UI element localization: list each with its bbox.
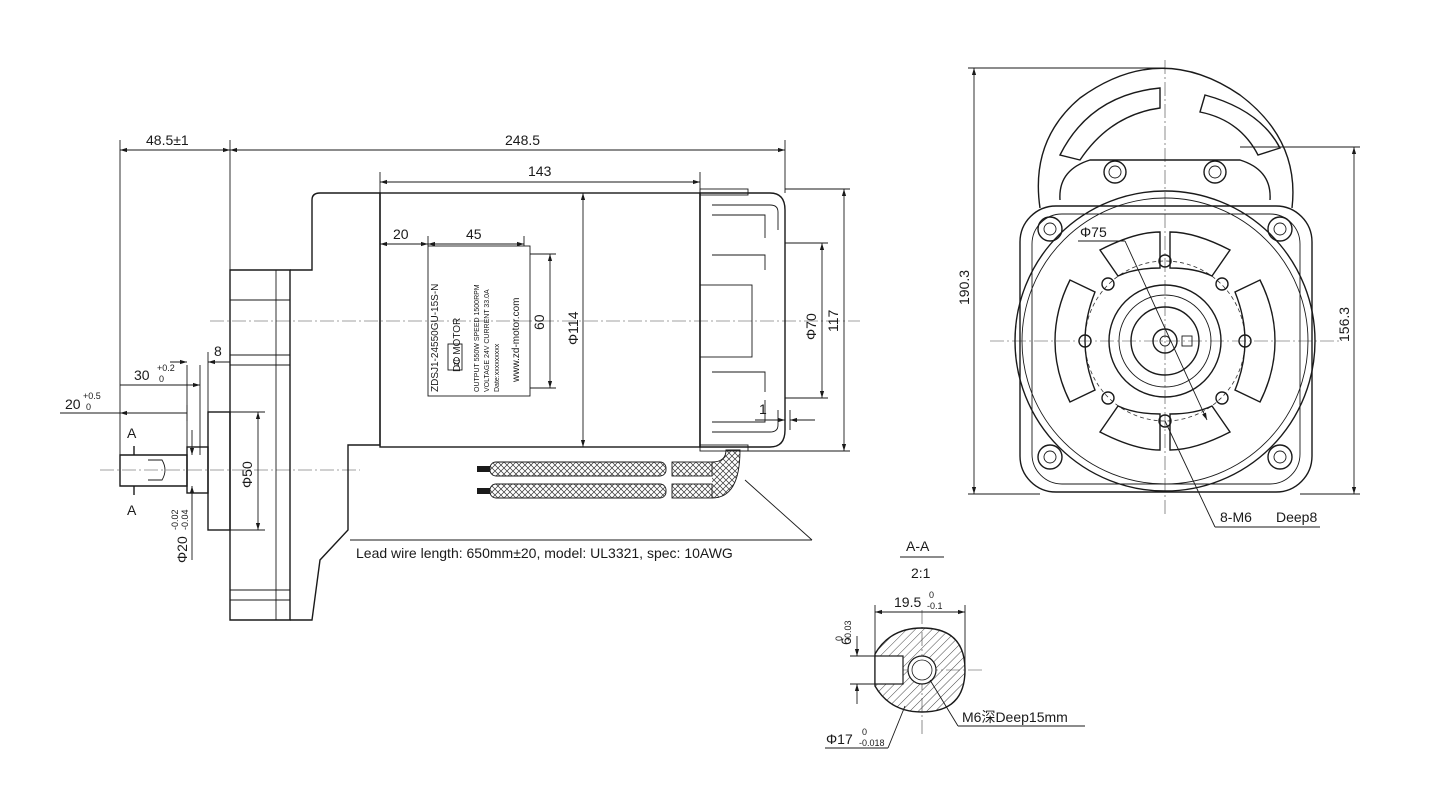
dim-key-length-tol-upper: +0.2 (157, 363, 175, 373)
dim-label-width: 45 (466, 226, 482, 242)
section-view: A-A 2:1 19.5 0 -0.1 6 0 -0.03 M6深Deep15m… (825, 538, 1085, 749)
dim-front-height: 190.3 (956, 270, 972, 305)
dim-bolt-circle: Φ75 (1080, 224, 1107, 240)
dim-shaft-diameter-tol-lower: -0.04 (180, 509, 190, 530)
endcap-vents (699, 204, 779, 433)
nameplate-line1: OUTPUT 550W SPEED 1500RPM (474, 284, 481, 392)
dim-label-offset: 20 (393, 226, 409, 242)
section-title: A-A (906, 538, 930, 554)
nameplate-website: www.zd-motor.com (511, 298, 522, 383)
gearbox-flange (229, 269, 291, 621)
section-shaft-diameter-tol-upper: 0 (862, 727, 867, 737)
nameplate-line2: VOLTAGE 24V CURRENT 33.0A (484, 289, 491, 392)
top-slot-right (1199, 94, 1282, 156)
section-width-tol-lower: -0.1 (927, 601, 943, 611)
endcap-tab-top (699, 188, 749, 196)
m6-holes (1078, 254, 1252, 428)
dim-key-length: 30 (134, 367, 150, 383)
dim-shaft-tip-tol-lower: 0 (86, 402, 91, 412)
dim-label-height: 60 (531, 314, 547, 330)
dim-endcap-gap: 1 (759, 401, 767, 417)
dim-overall-length: 248.5 (505, 132, 540, 148)
dimension-lines (60, 140, 850, 560)
dim-endcap-height: 117 (825, 309, 841, 332)
lead-wire-note: Lead wire length: 650mm±20, model: UL332… (356, 545, 733, 561)
thread-note-depth: Deep8 (1276, 509, 1317, 525)
front-flange (1019, 205, 1313, 493)
shaft-key (148, 459, 166, 481)
section-width: 19.5 (894, 594, 921, 610)
side-view: ZDSJ1-24550GU-15S-N DC MOTOR ZD OUTPUT 5… (60, 132, 860, 621)
face-vents (1054, 231, 1276, 451)
dim-front-height-right: 156.3 (1336, 307, 1352, 342)
section-key-height-tol-upper: 0 (834, 636, 844, 641)
key-slot (874, 655, 904, 685)
dim-motor-body: 143 (528, 163, 552, 179)
dim-motor-diameter: Φ114 (565, 311, 581, 345)
section-cut-top: A (127, 425, 137, 441)
nameplate-logo-box (447, 343, 463, 371)
lead-wires (477, 449, 741, 499)
output-shaft (119, 454, 188, 487)
dim-shaft-diameter-tol-upper: -0.02 (170, 509, 180, 530)
output-hub (207, 411, 231, 531)
section-hole-note: M6深Deep15mm (962, 709, 1068, 725)
section-width-tol-upper: 0 (929, 590, 934, 600)
nameplate-type: DC MOTOR (452, 318, 463, 372)
dim-key-length-tol-lower: 0 (159, 374, 164, 384)
corner-bolts (1037, 216, 1293, 470)
section-scale: 2:1 (911, 565, 931, 581)
dim-hub-diameter: Φ50 (239, 461, 255, 488)
nameplate-model: ZDSJ1-24550GU-15S-N (430, 284, 441, 392)
endcap-tab-bottom (699, 444, 749, 452)
dim-key-offset: 8 (214, 343, 222, 359)
gearbox-housing (290, 192, 381, 621)
motor-face (1014, 190, 1316, 492)
top-slot-left (1058, 87, 1161, 161)
dim-endcap-diameter: Φ70 (803, 313, 819, 340)
nameplate-line3: Date:xxxxxxxxx (494, 343, 501, 392)
dim-shaft-tip-tol-upper: +0.5 (83, 391, 101, 401)
front-hub (1108, 284, 1222, 398)
nameplate-logo: ZD (454, 357, 461, 366)
dim-shaft-extension: 48.5±1 (146, 132, 189, 148)
section-key-height-tol-lower: -0.03 (843, 620, 853, 641)
dim-shaft-diameter: Φ20 (174, 536, 190, 563)
motor-endcap (699, 192, 786, 448)
section-shaft-diameter-tol-lower: -0.018 (859, 738, 885, 748)
thread-note-qty: 8-M6 (1220, 509, 1252, 525)
section-shaft-diameter: Φ17 (826, 731, 853, 747)
section-key-height: 6 (838, 637, 854, 645)
section-cut-bottom: A (127, 502, 137, 518)
wire-leader (744, 479, 813, 541)
dim-shaft-tip: 20 (65, 396, 81, 412)
front-view: Φ75 8-M6 Deep8 190.3 156.3 (956, 60, 1360, 528)
gearbox-top-outline (1037, 67, 1294, 209)
